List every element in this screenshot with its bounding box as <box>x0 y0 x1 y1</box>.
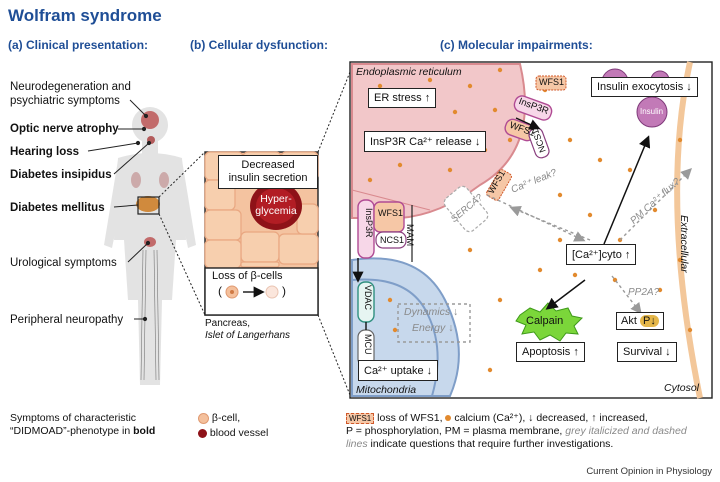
legend-didmoad: Symptoms of characteristic “DIDMOAD”-phe… <box>10 412 156 437</box>
islet-label: Islet of Langerhans <box>205 330 291 341</box>
ca-cyto-box: [Ca²⁺]cyto ↑ <box>566 244 637 265</box>
calpain-label: Calpain <box>526 315 564 327</box>
survival-box: Survival ↓ <box>617 342 677 362</box>
pancreas-organ <box>136 196 160 212</box>
symptom-diabetes-insipidus: Diabetes insipidus <box>10 169 112 181</box>
calcium-dots <box>367 67 693 373</box>
er-stress-box: ER stress ↑ <box>368 88 437 108</box>
legend-blood-vessel: blood vessel <box>198 427 268 440</box>
akt-box: Akt P↓ <box>616 312 664 330</box>
section-b-header: (b) Cellular dysfunction: <box>190 38 328 52</box>
insulin-label: Insulin <box>640 107 664 116</box>
nerve-lines <box>140 249 160 381</box>
symptom-lines <box>87 99 152 322</box>
human-silhouette <box>104 107 196 385</box>
er-label: Endoplasmic reticulum <box>356 66 462 78</box>
insp3r-release-box: InsP3R Ca²⁺ release ↓ <box>364 131 487 152</box>
section-c-header: (c) Molecular impairments: <box>440 38 593 52</box>
wfs1-mam-label: WFS1 <box>378 208 404 218</box>
legend-beta-cell: β-cell, <box>198 412 240 425</box>
extracellular-label: Extracellular <box>678 215 690 273</box>
energy-label: Energy ↓ <box>412 322 454 334</box>
ca-uptake-box: Ca²⁺ uptake ↓ <box>358 360 439 381</box>
insulin-vesicle <box>636 96 668 128</box>
symptom-peripheral-neuropathy: Peripheral neuropathy <box>10 314 124 326</box>
cytosol-label: Cytosol <box>664 382 700 394</box>
page-title: Wolfram syndrome <box>8 6 162 25</box>
plasma-membrane <box>674 61 703 399</box>
insp3r-mam-label: InsP3R <box>364 208 374 238</box>
pancreas-label: Pancreas, <box>205 318 251 329</box>
symptom-psychiatric: psychiatric symptoms <box>10 95 120 107</box>
phospho-badge: P↓ <box>639 315 659 327</box>
legend-symbols: WFS1 loss of WFS1, calcium (Ca²⁺), ↓ dec… <box>346 412 687 450</box>
hyperglycemia-label: Hyper-glycemia <box>255 193 297 217</box>
loss-beta-cells-label: Loss of β-cells <box>212 270 283 282</box>
wfs1-marker-top: WFS1 <box>539 77 565 87</box>
footer-credit: Current Opinion in Physiology <box>586 466 712 477</box>
symptom-hearing-loss: Hearing loss <box>10 146 80 158</box>
apoptosis-box: Apoptosis ↑ <box>516 342 585 362</box>
mam-label: MAM <box>404 224 415 247</box>
mcu-label: MCU <box>363 334 373 355</box>
symptom-neurodegeneration: Neurodegeneration and <box>10 81 131 93</box>
vdac-label: VDAC <box>363 285 373 311</box>
section-a-header: (a) Clinical presentation: <box>8 38 149 52</box>
ncs1-mam-label: NCS1 <box>380 235 405 245</box>
pp2a-label: PP2A? <box>628 287 660 298</box>
symptom-diabetes-mellitus: Diabetes mellitus <box>10 202 105 214</box>
symptom-optic-nerve: Optic nerve atrophy <box>10 123 119 135</box>
insulin-exocytosis-box: Insulin exocytosis ↓ <box>591 77 698 97</box>
wfs1-markers <box>486 75 567 201</box>
mitochondria-label: Mitochondria <box>356 384 417 396</box>
symptom-urological: Urological symptoms <box>10 257 117 269</box>
dynamics-label: Dynamics ↓ <box>404 306 459 318</box>
